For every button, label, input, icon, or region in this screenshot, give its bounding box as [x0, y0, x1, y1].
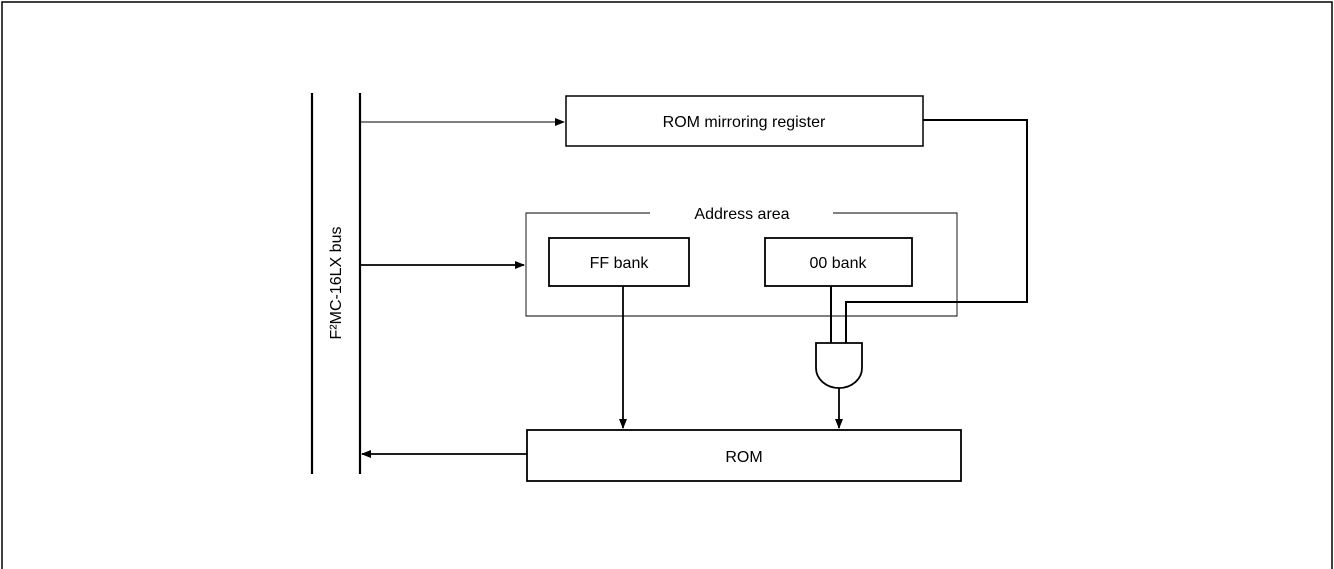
address-area-label: Address area	[694, 206, 789, 223]
address-area-group: Address area	[525, 206, 958, 317]
ff-bank-label: FF bank	[590, 255, 650, 272]
00-bank-block: 00 bank	[764, 237, 913, 287]
rom-label: ROM	[725, 449, 762, 466]
rom-block: ROM	[526, 429, 962, 482]
rom-mirroring-register-label: ROM mirroring register	[663, 114, 826, 131]
register-to-gate-line	[845, 119, 1028, 343]
and-gate	[815, 342, 863, 389]
00-bank-label: 00 bank	[810, 255, 868, 272]
rom-mirroring-register-block: ROM mirroring register	[565, 95, 924, 147]
bus-label: F²MC-16LX bus	[328, 227, 345, 340]
ff-bank-block: FF bank	[548, 237, 690, 287]
